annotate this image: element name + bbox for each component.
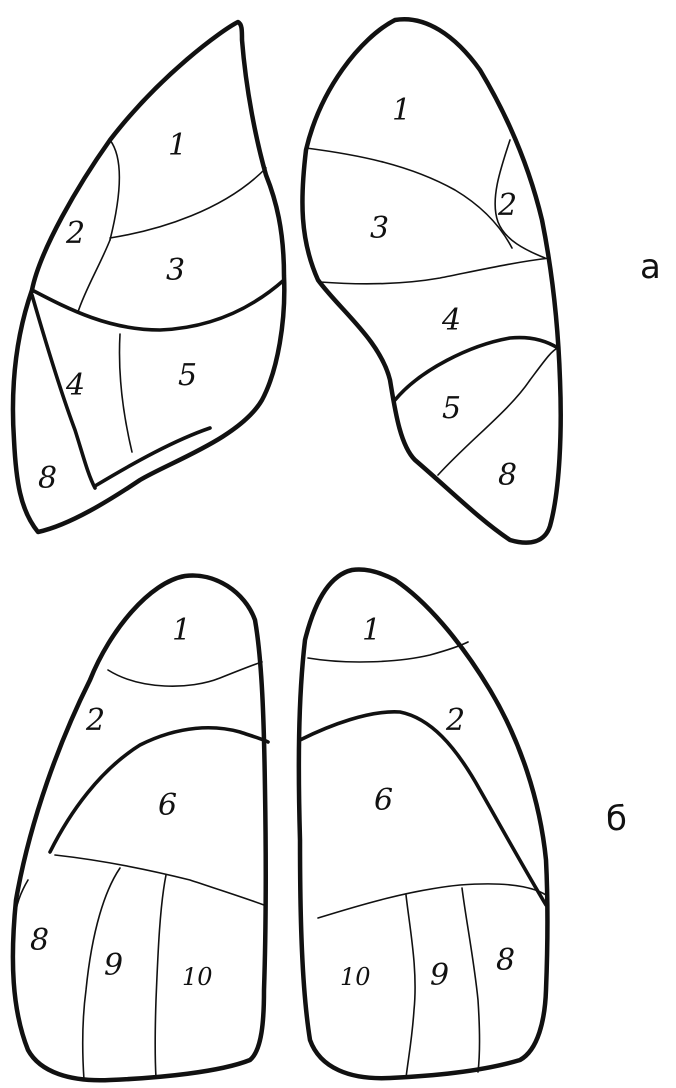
lung-a-left-label-3: 3 — [166, 253, 185, 288]
lung-a-right: 1 2 3 4 5 8 — [302, 19, 560, 542]
lung-b-right-label-8: 8 — [496, 943, 515, 978]
lung-a-left-label-2: 2 — [65, 216, 85, 251]
lung-a-left-label-8: 8 — [38, 461, 57, 496]
lung-b-right-line-4 — [406, 895, 415, 1078]
lung-a-left: 1 2 3 4 5 8 — [13, 22, 284, 532]
lung-a-left-line-7 — [95, 428, 210, 486]
lung-a-right-label-1: 1 — [392, 93, 411, 128]
lung-a-left-line-6 — [120, 334, 133, 452]
lung-b-left-label-6: 6 — [158, 788, 177, 823]
lung-b-right-line-3 — [318, 884, 546, 918]
lung-b-left-line-1 — [108, 662, 262, 686]
lung-b-left-label-10: 10 — [182, 963, 213, 991]
lung-b-left: 1 2 6 8 9 10 — [13, 575, 268, 1080]
lung-a-left-line-2 — [110, 168, 266, 238]
lung-b-left-line-6 — [155, 875, 166, 1078]
lung-b-right-outline — [299, 569, 548, 1078]
lung-b-right-label-10: 10 — [340, 963, 371, 991]
lung-a-left-label-4: 4 — [65, 368, 85, 403]
lung-a-left-label-5: 5 — [178, 358, 197, 393]
lung-b-right-label-9: 9 — [430, 958, 449, 993]
lung-b-right-label-2: 2 — [445, 703, 465, 738]
lung-b-left-label-9: 9 — [104, 948, 123, 983]
lung-a-left-line-5 — [32, 295, 95, 488]
lung-b-right-line-1 — [308, 642, 468, 662]
lung-a-left-label-1: 1 — [168, 128, 187, 163]
lung-b-right-line-2 — [300, 712, 546, 905]
lung-a-right-label-5: 5 — [442, 391, 461, 426]
lung-a-left-line-4 — [32, 280, 284, 330]
lung-b-left-label-8: 8 — [30, 923, 49, 958]
lung-b-right-label-1: 1 — [362, 613, 381, 648]
lung-b-left-outline — [13, 575, 266, 1080]
lung-a-right-line-1 — [306, 148, 512, 248]
lung-a-right-label-2: 2 — [497, 188, 517, 223]
lung-b-left-line-3 — [55, 855, 264, 905]
lung-a-left-line-1 — [110, 140, 119, 240]
lung-a-right-label-4: 4 — [441, 303, 461, 338]
lung-b-right-label-6: 6 — [374, 783, 393, 818]
lung-a-right-label-8: 8 — [498, 458, 517, 493]
view-label-b: б — [606, 799, 627, 839]
lung-a-right-label-3: 3 — [370, 211, 389, 246]
view-label-a: а — [640, 247, 661, 287]
lung-a-right-line-3 — [320, 258, 550, 284]
lung-b-right-line-5 — [462, 888, 480, 1072]
lung-a-right-outline — [302, 19, 560, 542]
lung-a-right-line-4 — [395, 337, 558, 400]
lung-b-left-label-2: 2 — [85, 703, 105, 738]
lung-b-right: 1 2 6 10 9 8 — [299, 569, 548, 1078]
lung-b-left-label-1: 1 — [172, 613, 191, 648]
